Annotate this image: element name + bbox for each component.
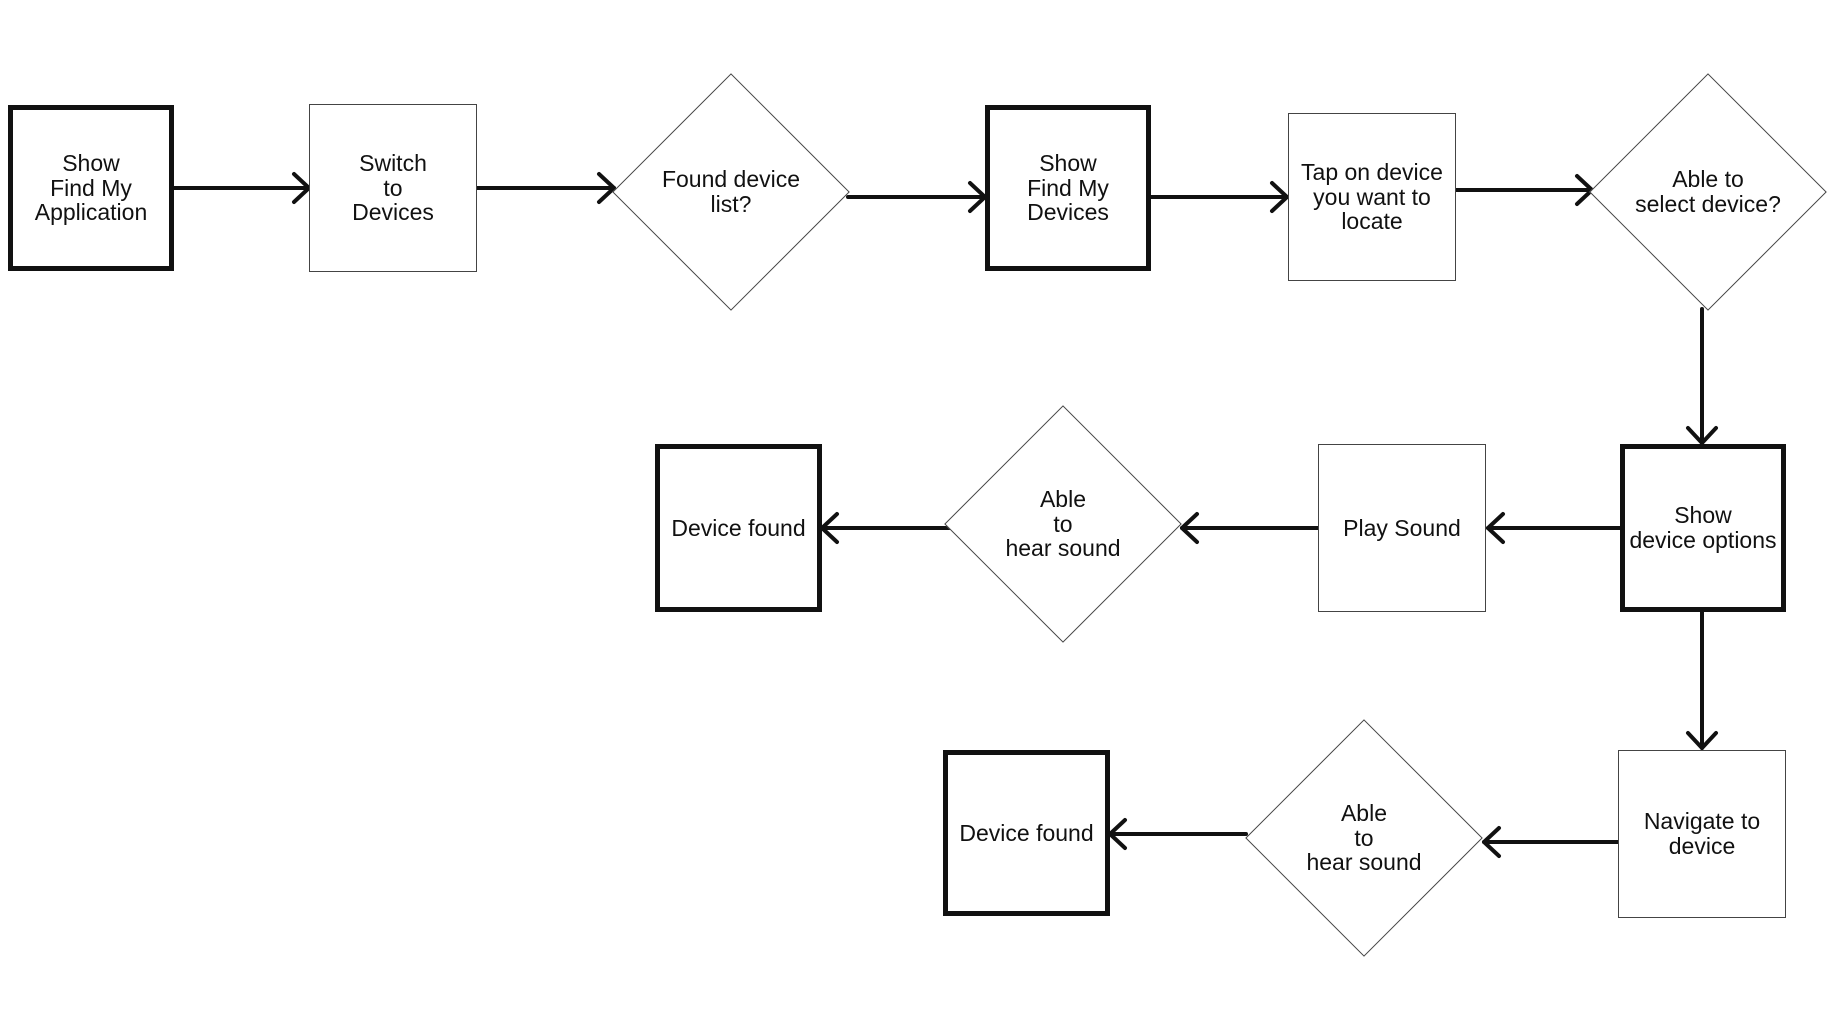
node-navigate-to-device: Navigate to device bbox=[1618, 750, 1786, 918]
arrow-found-list-to-show-devices bbox=[846, 181, 987, 213]
node-label: Show device options bbox=[1629, 502, 1777, 553]
node-label: Show Find My Application bbox=[34, 149, 148, 226]
decision-label: Able to select device? bbox=[1635, 166, 1781, 217]
decision-able-to-hear-sound-2: Able to hear sound bbox=[1244, 719, 1484, 957]
node-device-found-2: Device found bbox=[943, 750, 1110, 916]
node-label: Device found bbox=[671, 514, 806, 541]
decision-label: Able to hear sound bbox=[1005, 485, 1121, 562]
node-device-found-1: Device found bbox=[655, 444, 822, 612]
arrow-show-devices-to-tap bbox=[1148, 181, 1289, 213]
decision-label: Found device list? bbox=[661, 166, 801, 217]
node-label: Show Find My Devices bbox=[1027, 149, 1109, 226]
arrow-play-sound-to-able-hear-1 bbox=[1180, 512, 1320, 544]
node-label: Device found bbox=[959, 819, 1094, 846]
arrow-options-to-navigate bbox=[1686, 610, 1718, 750]
node-play-sound: Play Sound bbox=[1318, 444, 1486, 612]
arrow-switch-to-found-list bbox=[475, 172, 616, 204]
arrow-app-to-switch bbox=[171, 172, 311, 204]
node-show-find-my-devices: Show Find My Devices bbox=[985, 105, 1151, 271]
node-label: Play Sound bbox=[1343, 514, 1461, 541]
arrow-navigate-to-able-hear-2 bbox=[1482, 826, 1620, 858]
decision-label: Able to hear sound bbox=[1306, 799, 1422, 876]
node-label: Switch to Devices bbox=[352, 149, 434, 226]
decision-found-device-list: Found device list? bbox=[612, 73, 850, 311]
arrow-able-select-to-options bbox=[1686, 307, 1718, 445]
arrow-able-hear-2-to-found-2 bbox=[1108, 818, 1248, 850]
decision-able-to-hear-sound-1: Able to hear sound bbox=[944, 405, 1182, 643]
node-tap-on-device: Tap on device you want to locate bbox=[1288, 113, 1456, 281]
arrow-tap-to-able-select bbox=[1454, 174, 1594, 206]
decision-able-to-select-device: Able to select device? bbox=[1589, 73, 1827, 311]
arrow-able-hear-1-to-found-1 bbox=[820, 512, 958, 544]
node-show-device-options: Show device options bbox=[1620, 444, 1786, 612]
arrow-options-to-play-sound bbox=[1486, 512, 1622, 544]
node-label: Tap on device you want to locate bbox=[1301, 158, 1443, 235]
node-show-find-my-application: Show Find My Application bbox=[8, 105, 174, 271]
node-switch-to-devices: Switch to Devices bbox=[309, 104, 477, 272]
node-label: Navigate to device bbox=[1643, 808, 1761, 859]
